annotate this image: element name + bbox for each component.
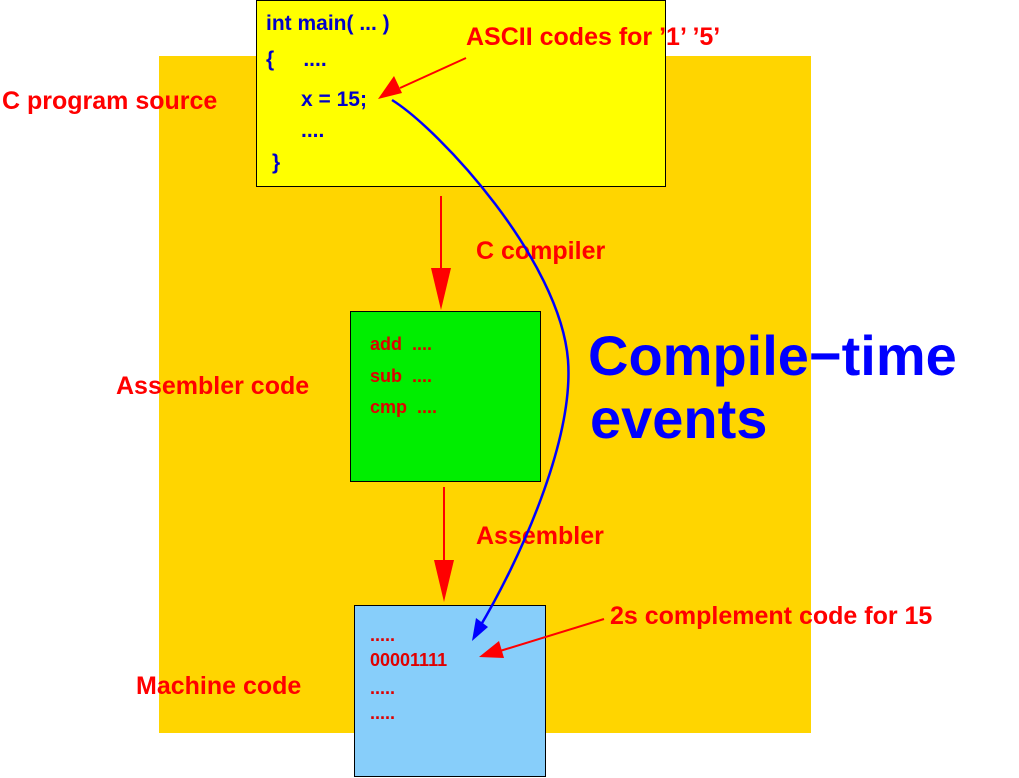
twos-complement-pointer-arrow — [479, 618, 605, 658]
machine-line-4: ..... — [370, 703, 396, 723]
source-line-1: int main( ... ) — [266, 12, 390, 35]
assembler-line-3: cmp .... — [370, 397, 438, 417]
source-line-3: x = 15; — [301, 88, 367, 111]
machine-line-3: ..... — [370, 678, 396, 698]
source-line-2: { .... — [266, 48, 327, 71]
compile-arrow — [431, 196, 451, 310]
assemble-arrow — [434, 487, 454, 602]
c-compiler-label: C compiler — [476, 237, 606, 265]
compile-time-title: Compile−time — [588, 324, 957, 387]
twos-complement-label: 2s complement code for 15 — [610, 602, 933, 630]
assembler-code-label: Assembler code — [116, 372, 310, 400]
ascii-codes-label: ASCII codes for ’1’ ’5’ — [466, 23, 721, 51]
events-title: events — [590, 387, 768, 450]
c-program-source-label: C program source — [2, 87, 218, 115]
assembler-line-1: add .... — [370, 334, 433, 354]
machine-code-label: Machine code — [136, 672, 302, 700]
assembler-label: Assembler — [476, 522, 604, 550]
ascii-pointer-arrow — [378, 57, 467, 99]
c-source-box: int main( ... ) { .... x = 15; .... } — [256, 0, 666, 187]
assembler-code-box: add .... sub .... cmp .... — [350, 311, 541, 482]
assembler-line-2: sub .... — [370, 366, 433, 386]
machine-code-box: ..... 00001111 ..... ..... — [354, 605, 546, 777]
value-flow-arrow — [391, 98, 570, 641]
source-line-5: } — [272, 151, 281, 174]
machine-line-1: ..... — [370, 625, 396, 645]
machine-line-2: 00001111 — [370, 650, 448, 670]
source-line-4: .... — [301, 119, 325, 142]
